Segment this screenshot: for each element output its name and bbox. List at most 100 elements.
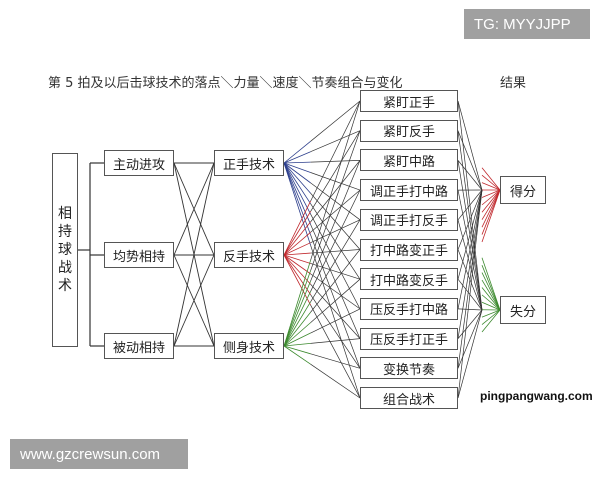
connector-line bbox=[481, 301, 501, 311]
connector-line bbox=[283, 254, 311, 275]
connector-line bbox=[283, 162, 311, 215]
connector-line bbox=[310, 160, 361, 163]
connector-line bbox=[481, 167, 501, 191]
connector-line bbox=[310, 219, 361, 303]
site-caption: pingpangwang.com bbox=[480, 389, 593, 403]
outcome-box: 得分 bbox=[500, 176, 546, 204]
tactic-box: 均势相持 bbox=[104, 242, 174, 268]
connector-line bbox=[310, 224, 361, 339]
connector-line bbox=[310, 130, 361, 153]
connector-line bbox=[173, 162, 215, 347]
watermark-top: TG: MYYJJPP bbox=[464, 9, 590, 39]
technique-box: 反手技术 bbox=[214, 242, 284, 268]
connector-line bbox=[283, 301, 311, 347]
connector-line bbox=[481, 309, 501, 318]
connector-line bbox=[283, 311, 311, 347]
result-label: 结果 bbox=[500, 76, 527, 91]
connector-line bbox=[310, 304, 361, 399]
connector-line bbox=[310, 273, 361, 310]
connector-line bbox=[457, 189, 483, 369]
placement-box: 变换节奏 bbox=[360, 357, 458, 380]
connector-line bbox=[310, 130, 361, 271]
placement-box: 紧盯中路 bbox=[360, 149, 458, 172]
connector-line bbox=[310, 263, 361, 280]
connector-line bbox=[457, 100, 483, 311]
connector-line bbox=[283, 332, 311, 347]
placement-box: 调正手打反手 bbox=[360, 208, 458, 231]
connector-line bbox=[173, 162, 215, 256]
connector-line bbox=[283, 211, 311, 256]
connector-line bbox=[457, 309, 483, 339]
technique-box: 正手技术 bbox=[214, 150, 284, 176]
connector-line bbox=[481, 309, 501, 333]
connector-line bbox=[310, 160, 361, 223]
connector-line bbox=[310, 100, 361, 202]
connector-line bbox=[283, 151, 311, 164]
connector-line bbox=[310, 249, 361, 254]
connector-line bbox=[457, 308, 483, 311]
connector-line bbox=[481, 294, 501, 311]
outcome-box: 失分 bbox=[500, 296, 546, 324]
tactic-box: 被动相持 bbox=[104, 333, 174, 359]
diagram-title: 第 5 拍及以后击球技术的落点＼力量＼速度＼节奏组合与变化 bbox=[48, 76, 403, 91]
connector-line bbox=[283, 221, 311, 256]
connector-line bbox=[481, 272, 501, 311]
placement-box: 打中路变正手 bbox=[360, 238, 458, 261]
connector-line bbox=[283, 200, 311, 256]
connector-line bbox=[310, 100, 361, 142]
connector-line bbox=[481, 309, 501, 325]
connector-line bbox=[283, 242, 311, 256]
root-box: 相持球战术 bbox=[52, 153, 78, 347]
connector-line bbox=[283, 231, 311, 256]
connector-line bbox=[283, 254, 311, 264]
connector-line bbox=[481, 189, 501, 206]
connector-line bbox=[310, 308, 361, 334]
connector-line bbox=[457, 309, 483, 369]
connector-line bbox=[283, 254, 311, 295]
connector-line bbox=[481, 174, 501, 191]
connector-line bbox=[310, 130, 361, 212]
connector-line bbox=[283, 162, 311, 246]
placement-box: 组合战术 bbox=[360, 387, 458, 409]
connector-line bbox=[283, 291, 311, 347]
placement-box: 压反手打正手 bbox=[360, 327, 458, 350]
connector-line bbox=[457, 130, 483, 191]
placement-box: 压反手打中路 bbox=[360, 297, 458, 320]
connector-line bbox=[283, 140, 311, 164]
connector-line bbox=[481, 265, 501, 311]
connector-line bbox=[481, 189, 501, 198]
connector-line bbox=[283, 162, 311, 204]
connector-line bbox=[481, 189, 501, 243]
connector-line bbox=[310, 100, 361, 261]
connector-line bbox=[457, 189, 483, 221]
connector-line bbox=[283, 252, 311, 256]
connector-line bbox=[481, 189, 501, 228]
connector-line bbox=[283, 280, 311, 347]
connector-line bbox=[457, 100, 483, 191]
connector-line bbox=[481, 189, 501, 213]
connector-line bbox=[457, 189, 483, 309]
connector-line bbox=[283, 254, 311, 306]
connector-line bbox=[481, 189, 501, 235]
placement-box: 调正手打中路 bbox=[360, 179, 458, 202]
connector-line bbox=[457, 189, 483, 399]
placement-box: 紧盯反手 bbox=[360, 119, 458, 142]
connector-line bbox=[283, 322, 311, 347]
connector-line bbox=[481, 189, 501, 220]
connector-line bbox=[283, 345, 311, 355]
connector-line bbox=[283, 260, 311, 347]
connector-line bbox=[283, 161, 311, 164]
connector-line bbox=[481, 287, 501, 311]
connector-line bbox=[283, 254, 311, 285]
connector-line bbox=[457, 189, 483, 280]
connector-line bbox=[457, 189, 483, 250]
connector-line bbox=[481, 279, 501, 311]
connector-line bbox=[310, 363, 361, 399]
connector-line bbox=[457, 189, 483, 339]
technique-box: 侧身技术 bbox=[214, 333, 284, 359]
connector-line bbox=[310, 219, 361, 243]
connector-line bbox=[310, 189, 361, 233]
connector-line bbox=[310, 338, 361, 344]
